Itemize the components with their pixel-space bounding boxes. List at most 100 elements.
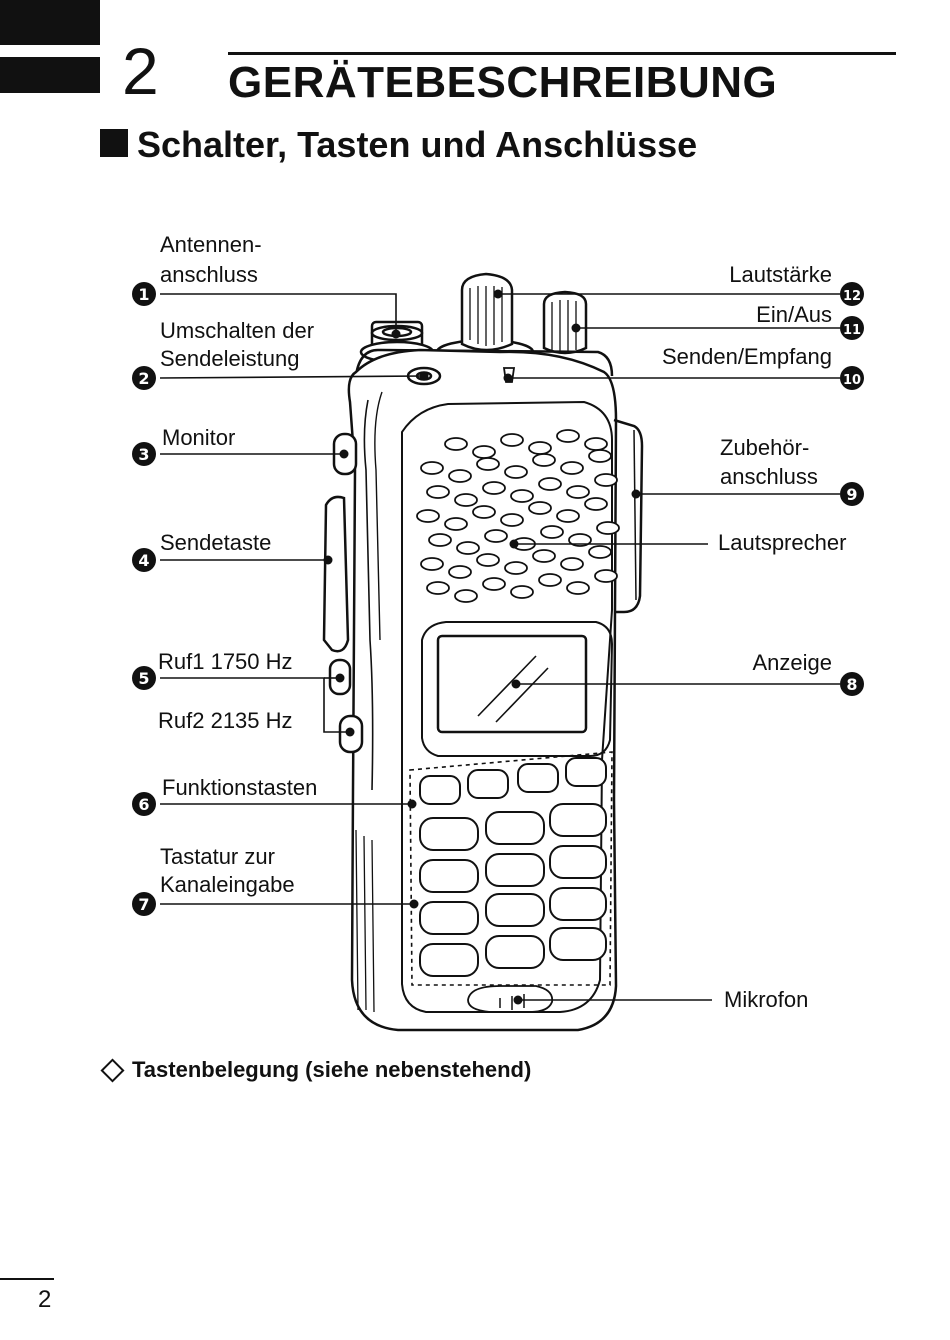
- speaker-hole: [420, 461, 444, 475]
- chapter-rule: [228, 52, 896, 55]
- marker-7: 7: [132, 892, 156, 916]
- chapter-tab-mark: [0, 57, 100, 93]
- label-accessory-1: Zubehör-: [720, 435, 809, 460]
- speaker-hole: [584, 437, 608, 451]
- label-antenna-1: Antennen-: [160, 232, 262, 257]
- label-volume: Lautstärke: [729, 262, 832, 287]
- label-keypad-2: Kanaleingabe: [160, 872, 295, 897]
- speaker-hole: [504, 465, 528, 479]
- speaker-hole: [484, 529, 508, 543]
- speaker-hole: [528, 501, 552, 515]
- page-number: 2: [38, 1286, 52, 1313]
- speaker-hole: [594, 473, 618, 487]
- speaker-hole: [596, 521, 620, 535]
- marker-1: 1: [132, 282, 156, 306]
- callout-dots: [323, 289, 641, 1005]
- label-speaker: Lautsprecher: [718, 530, 846, 555]
- speaker-hole: [560, 461, 584, 475]
- speaker-hole: [566, 581, 590, 595]
- speaker-hole: [540, 525, 564, 539]
- speaker-hole: [532, 549, 556, 563]
- speaker-hole: [556, 429, 580, 443]
- marker-3-text: 3: [138, 445, 149, 464]
- speaker-hole: [560, 557, 584, 571]
- label-ptt: Sendetaste: [160, 530, 271, 555]
- speaker-grille: [416, 429, 620, 603]
- speaker-hole: [482, 577, 506, 591]
- label-power-select-1: Umschalten der: [160, 318, 314, 343]
- radio-illustration: [322, 272, 644, 1032]
- label-monitor: Monitor: [162, 425, 235, 450]
- marker-4-text: 4: [138, 551, 149, 570]
- speaker-hole: [504, 561, 528, 575]
- marker-12-text: 12: [843, 289, 861, 304]
- speaker-hole: [416, 509, 440, 523]
- speaker-hole: [482, 481, 506, 495]
- section-title: Schalter, Tasten und Anschlüsse: [137, 124, 698, 165]
- speaker-hole: [568, 533, 592, 547]
- speaker-hole: [472, 445, 496, 459]
- marker-7-text: 7: [138, 895, 149, 914]
- marker-10: 10: [840, 366, 864, 390]
- marker-8-text: 8: [846, 675, 857, 694]
- speaker-hole: [426, 581, 450, 595]
- label-call1: Ruf1 1750 Hz: [158, 649, 293, 674]
- speaker-hole: [472, 505, 496, 519]
- label-tx-rx: Senden/Empfang: [662, 344, 832, 369]
- speaker-hole: [444, 517, 468, 531]
- label-antenna-2: anschluss: [160, 262, 258, 287]
- speaker-hole: [588, 449, 612, 463]
- speaker-hole: [566, 485, 590, 499]
- marker-6: 6: [132, 792, 156, 816]
- speaker-hole: [454, 493, 478, 507]
- marker-4: 4: [132, 548, 156, 572]
- marker-2: 2: [132, 366, 156, 390]
- speaker-hole: [584, 497, 608, 511]
- speaker-hole: [588, 545, 612, 559]
- label-function-keys: Funktionstasten: [162, 775, 317, 800]
- chapter-number: 2: [122, 34, 159, 108]
- speaker-hole: [500, 433, 524, 447]
- label-on-off: Ein/Aus: [756, 302, 832, 327]
- footer-rule: [0, 1278, 54, 1280]
- label-display: Anzeige: [752, 650, 832, 675]
- speaker-hole: [426, 485, 450, 499]
- speaker-hole: [476, 553, 500, 567]
- marker-6-text: 6: [138, 795, 149, 814]
- section-square-icon: [100, 129, 128, 157]
- speaker-hole: [454, 589, 478, 603]
- speaker-hole: [500, 513, 524, 527]
- marker-11: 11: [840, 316, 864, 340]
- key-assignment-heading-text: Tastenbelegung (siehe nebenstehend): [132, 1057, 532, 1082]
- chapter-title: GERÄTEBESCHREIBUNG: [228, 58, 778, 107]
- speaker-hole: [448, 565, 472, 579]
- speaker-hole: [538, 573, 562, 587]
- speaker-hole: [594, 569, 618, 583]
- speaker-hole: [528, 441, 552, 455]
- speaker-hole: [510, 585, 534, 599]
- speaker-hole: [456, 541, 480, 555]
- speaker-hole: [428, 533, 452, 547]
- marker-2-text: 2: [138, 369, 149, 388]
- key-assignment-heading: Tastenbelegung (siehe nebenstehend): [100, 1057, 531, 1083]
- speaker-hole: [538, 477, 562, 491]
- diamond-icon: [100, 1058, 125, 1083]
- speaker-hole: [556, 509, 580, 523]
- callout-lines: [159, 293, 840, 1001]
- marker-3: 3: [132, 442, 156, 466]
- speaker-hole: [476, 457, 500, 471]
- marker-9-text: 9: [846, 485, 857, 504]
- speaker-hole: [444, 437, 468, 451]
- label-accessory-2: anschluss: [720, 464, 818, 489]
- marker-5: 5: [132, 666, 156, 690]
- speaker-hole: [532, 453, 556, 467]
- speaker-hole: [420, 557, 444, 571]
- label-power-select-2: Sendeleistung: [160, 346, 299, 371]
- marker-1-text: 1: [138, 285, 149, 304]
- label-microphone: Mikrofon: [724, 987, 808, 1012]
- speaker-hole: [510, 489, 534, 503]
- marker-8: 8: [840, 672, 864, 696]
- marker-5-text: 5: [138, 669, 149, 688]
- label-keypad-1: Tastatur zur: [160, 844, 275, 869]
